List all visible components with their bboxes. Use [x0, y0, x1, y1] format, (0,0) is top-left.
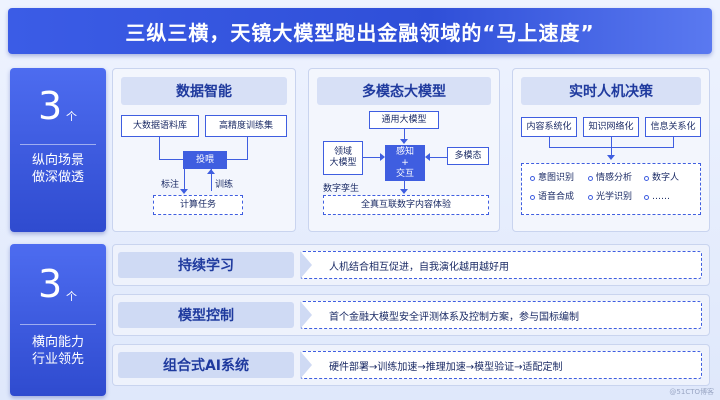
bullet-icon — [530, 195, 535, 200]
panel-multimodal-model: 多模态大模型 通用大模型 领域 大模型 感知 + 交互 多模态 数字孪生 全真互… — [308, 68, 500, 232]
digital-human: 数字人 — [652, 173, 680, 183]
row-label-composite-ai: 组合式AI系统 — [118, 352, 294, 378]
optical-recognition: 光学识别 — [596, 192, 633, 202]
panel-realtime-decision: 实时人机决策 内容系统化 知识网络化 信息关系化 意图识别 情感分析 数字人 语… — [512, 68, 710, 232]
center-line2: + — [401, 157, 409, 168]
intent-recognition: 意图识别 — [538, 173, 575, 183]
panel-data-intelligence-title: 数据智能 — [121, 77, 287, 105]
page-title: 三纵三横，天镜大模型跑出金融领域的“马上速度” — [8, 8, 712, 54]
watermark: @51CTO博客 — [669, 388, 714, 396]
divider — [20, 144, 96, 145]
arrow-down-icon — [400, 189, 408, 194]
general-model-box: 通用大模型 — [369, 111, 439, 129]
knowledge-network-box: 知识网络化 — [583, 117, 639, 137]
row-desc-composite-ai: 硬件部署→训练加速→推理加速→模型验证→适配定制 — [300, 351, 702, 379]
vertical-scenarios-badge: 3 个 纵向场景 做深做透 — [10, 68, 106, 232]
horizontal-unit: 个 — [66, 290, 77, 303]
arrow-left-icon — [425, 153, 430, 161]
digital-twin-text: 数字孪生 — [323, 184, 360, 194]
arrow-down-icon — [400, 139, 408, 144]
domain-model-box: 领域 大模型 — [323, 141, 363, 175]
connector — [430, 157, 447, 158]
arrow-right-icon — [380, 153, 385, 161]
perception-interaction-box: 感知 + 交互 — [385, 145, 425, 181]
horizontal-desc-line2: 行业领先 — [31, 352, 84, 367]
feed-box: 投喂 — [183, 151, 227, 169]
speech-synthesis: 语音合成 — [538, 192, 575, 202]
center-line3: 交互 — [395, 168, 414, 179]
connector — [211, 169, 212, 191]
row-label-model-control: 模型控制 — [118, 302, 294, 328]
horizontal-desc-line1: 横向能力 — [31, 335, 84, 350]
row-label-continuous-learning: 持续学习 — [118, 252, 294, 278]
horizontal-count: 3 — [38, 262, 63, 306]
arrow-down-icon — [180, 189, 188, 194]
bullet-icon — [588, 176, 593, 181]
bullet-icon — [530, 176, 535, 181]
connector — [363, 157, 381, 158]
connector — [549, 137, 550, 147]
panel-multimodal-title: 多模态大模型 — [317, 77, 491, 105]
horizontal-desc: 横向能力 行业领先 — [10, 334, 106, 368]
multimodal-box: 多模态 — [447, 147, 489, 165]
divider — [20, 324, 96, 325]
train-text: 训练 — [215, 180, 234, 190]
vertical-unit: 个 — [66, 110, 77, 123]
bullet-icon — [588, 195, 593, 200]
row-desc-continuous-learning: 人机结合相互促进，自我演化越用越好用 — [300, 251, 702, 279]
capabilities-box: 意图识别 情感分析 数字人 语音合成 光学识别 …… — [521, 163, 701, 215]
connector — [159, 159, 184, 160]
high-precision-set-box: 高精度训练集 — [205, 115, 287, 137]
vertical-desc: 纵向场景 做深做透 — [10, 152, 106, 186]
label-text: 标注 — [161, 180, 180, 190]
connector — [226, 159, 248, 160]
connector — [404, 129, 405, 141]
sentiment-analysis: 情感分析 — [596, 173, 633, 183]
experience-box: 全真互联数字内容体验 — [323, 195, 489, 215]
domain-line1: 领域 — [333, 147, 352, 157]
row-desc-model-control: 首个金融大模型安全评测体系及控制方案，参与国标编制 — [300, 301, 702, 329]
content-system-box: 内容系统化 — [521, 117, 577, 137]
vertical-desc-line1: 纵向场景 — [31, 153, 84, 168]
connector — [247, 137, 248, 159]
arrow-up-icon — [207, 169, 215, 174]
horizontal-capabilities-badge: 3 个 横向能力 行业领先 — [10, 244, 106, 396]
arrow-down-icon — [607, 155, 615, 160]
domain-line2: 大模型 — [329, 158, 357, 168]
panel-data-intelligence: 数据智能 大数据语料库 高精度训练集 投喂 标注 训练 计算任务 — [112, 68, 296, 232]
bullet-icon — [644, 195, 649, 200]
connector — [404, 181, 405, 191]
connector — [159, 137, 160, 159]
vertical-desc-line2: 做深做透 — [31, 170, 84, 185]
compute-task-box: 计算任务 — [153, 195, 243, 215]
connector — [184, 169, 185, 191]
ellipsis: …… — [652, 192, 670, 202]
connector — [549, 147, 674, 148]
connector — [673, 137, 674, 147]
info-relation-box: 信息关系化 — [645, 117, 701, 137]
panel-decision-title: 实时人机决策 — [521, 77, 701, 105]
center-line1: 感知 — [395, 146, 414, 157]
big-data-corpus-box: 大数据语料库 — [121, 115, 199, 137]
vertical-count: 3 — [38, 84, 63, 128]
bullet-icon — [644, 176, 649, 181]
